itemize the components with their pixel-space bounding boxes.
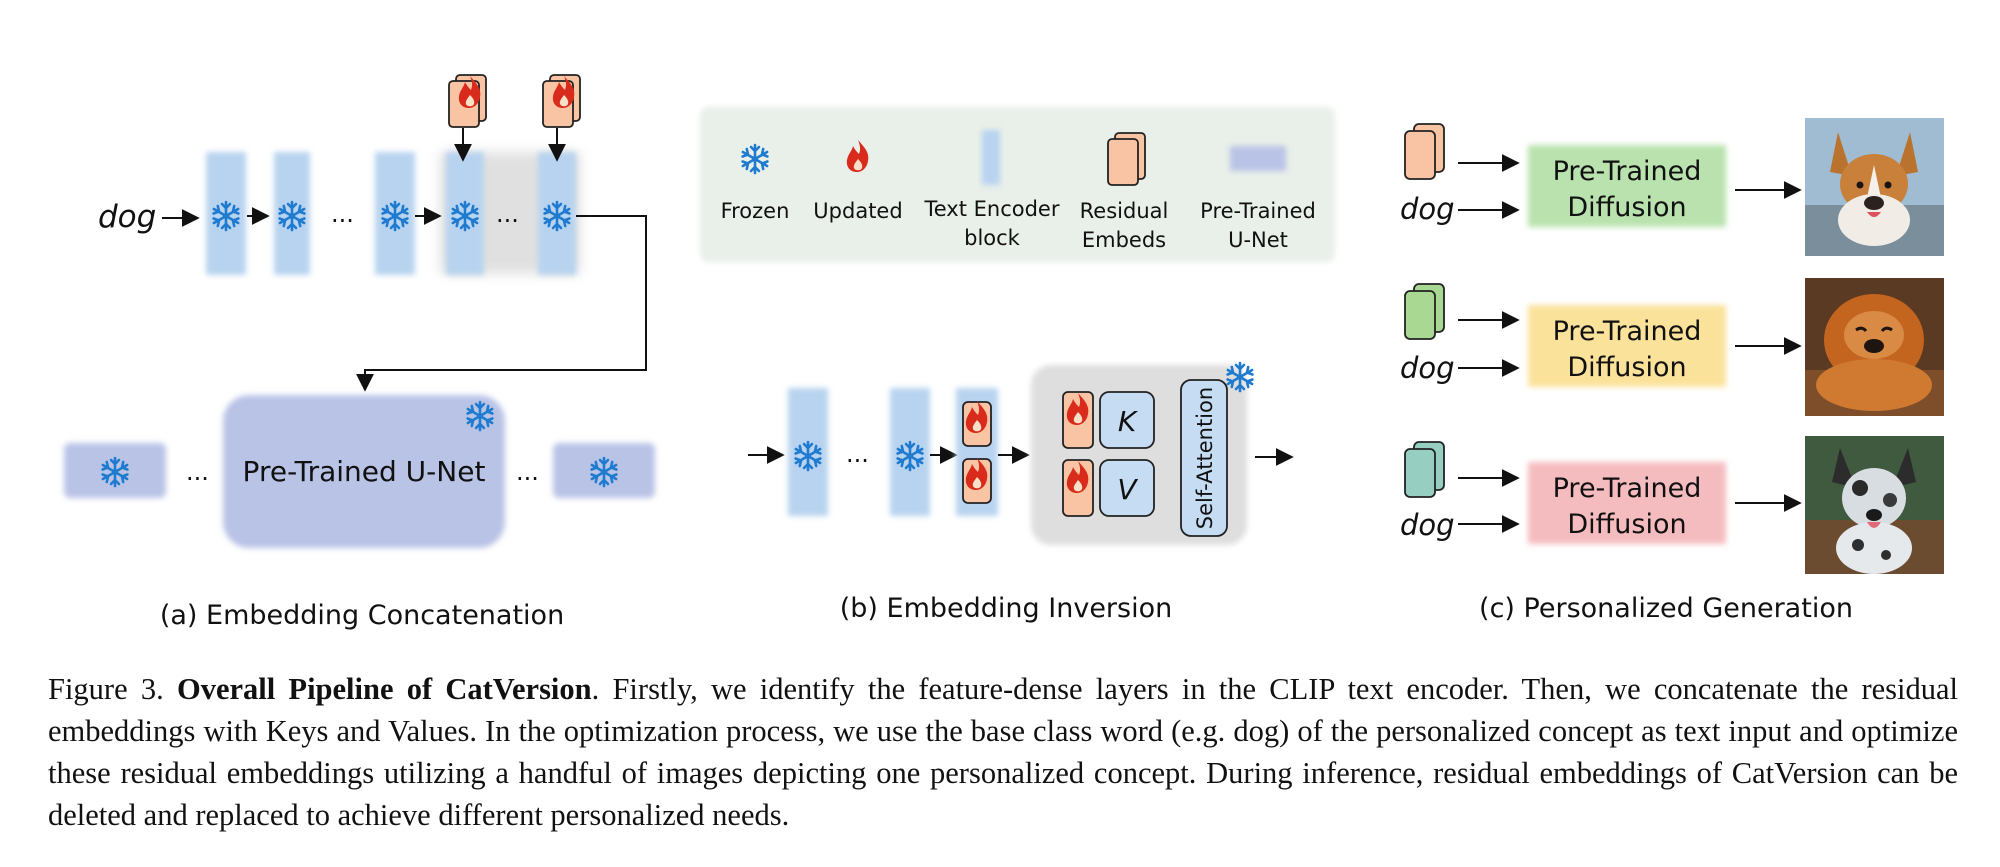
subcaption-b: (b) Embedding Inversion: [840, 593, 1172, 624]
diffusion-label: Pre-Trained: [1553, 473, 1702, 504]
legend-unet-swatch: [1230, 146, 1286, 171]
diffusion-block: [1528, 462, 1726, 544]
legend-encoder-swatch: [982, 130, 1000, 185]
panel-b: ... K V Self-Attention (b) Embedding Inv…: [748, 361, 1294, 624]
ellipsis: ...: [516, 458, 539, 486]
panel-a: dog ... ... ... Pre-Trained U-Net ...: [64, 74, 655, 631]
unet-main: [223, 395, 505, 548]
key-label: K: [1118, 405, 1139, 438]
ellipsis: ...: [331, 200, 354, 228]
input-word-c2: dog: [1400, 351, 1455, 385]
legend-text-encoder: Text Encoder: [923, 197, 1059, 221]
figure-caption: Figure 3. Overall Pipeline of CatVersion…: [48, 668, 1958, 836]
diffusion-block: [1528, 145, 1726, 227]
panel-c: dog Pre-Trained Diffusion dog Pre-Traine…: [1400, 118, 1944, 624]
caption-title: Overall Pipeline of CatVersion: [176, 672, 592, 706]
legend-box: [700, 107, 1335, 262]
legend-residual: Residual: [1080, 199, 1169, 223]
corgi-image: [1805, 118, 1944, 256]
diffusion-block: [1528, 305, 1726, 387]
key-box: [1099, 391, 1155, 449]
pipeline-figure: dog ... ... ... Pre-Trained U-Net ...: [64, 74, 1944, 631]
value-label: V: [1117, 473, 1138, 506]
ellipsis: ...: [496, 200, 519, 228]
self-attention-label: Self-Attention: [1193, 387, 1217, 529]
merle-dog-image: [1805, 436, 1944, 574]
diffusion-label-2: Diffusion: [1567, 352, 1686, 383]
ellipsis: ...: [846, 440, 869, 468]
value-box: [1099, 459, 1155, 517]
input-word-c1: dog: [1400, 192, 1455, 226]
self-attention-box: [1180, 379, 1228, 537]
legend-updated: Updated: [813, 199, 902, 223]
subcaption-a: (a) Embedding Concatenation: [160, 600, 564, 631]
legend-residual-2: Embeds: [1082, 228, 1166, 252]
subcaption-c: (c) Personalized Generation: [1479, 593, 1853, 624]
legend: Frozen Updated Text Encoder block Residu…: [700, 107, 1335, 262]
caption-body: . Firstly, we identify the feature-dense…: [48, 672, 1959, 832]
legend-text-encoder-2: block: [964, 226, 1021, 250]
diffusion-label: Pre-Trained: [1553, 156, 1702, 187]
input-word-c3: dog: [1400, 508, 1455, 542]
diffusion-label-2: Diffusion: [1567, 509, 1686, 540]
ellipsis: ...: [186, 458, 209, 486]
chow-chow-image: [1805, 278, 1944, 416]
unet-label: Pre-Trained U-Net: [243, 455, 486, 488]
diffusion-label-2: Diffusion: [1567, 192, 1686, 223]
input-word-a: dog: [98, 199, 156, 235]
legend-frozen: Frozen: [721, 199, 790, 223]
caption-label: Figure 3.: [48, 672, 164, 706]
diffusion-label: Pre-Trained: [1553, 316, 1702, 347]
legend-pretrained-2: U-Net: [1228, 228, 1288, 252]
residual-embeds-stack: [1107, 132, 1146, 186]
legend-pretrained: Pre-Trained: [1200, 199, 1316, 223]
